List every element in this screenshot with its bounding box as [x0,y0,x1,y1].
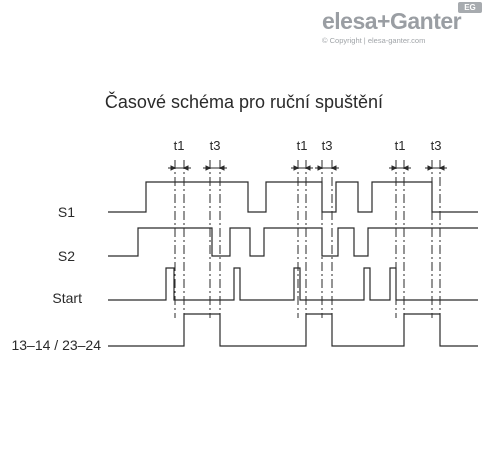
signal-label-s2: S2 [58,248,75,264]
brand-logo-block: elesa+Ganter EG © Copyright | elesa-gant… [300,0,488,60]
timing-mark-label: t3 [431,138,442,153]
signal-label-s1: S1 [58,204,75,220]
s1-waveform [108,181,478,213]
timing-mark-label: t1 [395,138,406,153]
diagram-title: Časové schéma pro ruční spuštění [104,92,384,112]
brand-logo: elesa+Ganter [322,8,462,34]
start-waveform [108,267,478,301]
brand-badge: EG [458,2,482,13]
s2-waveform [108,227,478,257]
timing-mark-label: t1 [174,138,185,153]
output-waveform [108,313,478,347]
interval-arrows [168,165,447,171]
timing-mark-label: t3 [322,138,333,153]
signal-label-start: Start [52,290,82,306]
brand-copyright: © Copyright | elesa-ganter.com [322,36,426,45]
timing-guides [174,160,441,318]
timing-mark-label: t1 [297,138,308,153]
signal-label-output: 13–14 / 23–24 [11,337,101,353]
timing-mark-label: t3 [210,138,221,153]
